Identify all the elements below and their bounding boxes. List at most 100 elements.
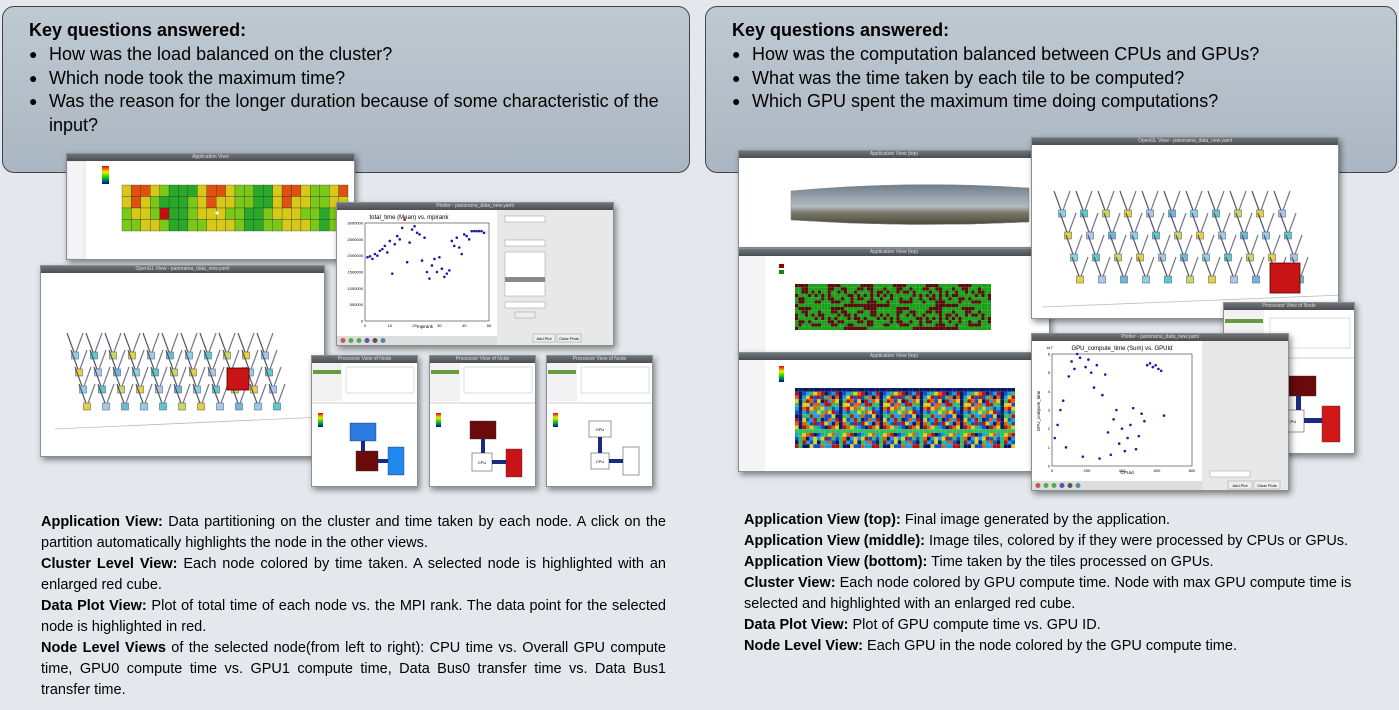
tile-cell[interactable] (899, 293, 903, 298)
time-cell[interactable] (850, 444, 854, 448)
time-cell[interactable] (828, 418, 832, 422)
time-cell[interactable] (905, 440, 909, 445)
time-cell[interactable] (828, 429, 832, 433)
tile-cell[interactable] (857, 303, 861, 307)
time-cell[interactable] (853, 425, 858, 430)
time-cell[interactable] (824, 418, 828, 422)
tile-cell[interactable] (942, 290, 946, 294)
time-cell[interactable] (996, 406, 1001, 411)
cluster-node-cube[interactable] (132, 368, 140, 377)
tile-cell[interactable] (968, 323, 972, 327)
tile-cell[interactable] (814, 287, 818, 291)
time-cell[interactable] (817, 391, 821, 396)
time-cell[interactable] (861, 440, 865, 445)
time-cell[interactable] (989, 421, 993, 426)
cluster-node-cube[interactable] (75, 368, 83, 377)
tile-cell[interactable] (824, 307, 828, 311)
tile-cell[interactable] (814, 310, 818, 314)
highlighted-data-point[interactable] (403, 218, 406, 222)
tile-cell[interactable] (889, 284, 893, 288)
tile-cell[interactable] (876, 323, 880, 327)
tile-cell[interactable] (896, 310, 900, 314)
tile-cell[interactable] (857, 293, 861, 298)
time-cell[interactable] (886, 429, 891, 433)
tile-cell[interactable] (893, 290, 897, 294)
time-cell[interactable] (956, 433, 960, 437)
tile-cell[interactable] (915, 323, 920, 327)
tile-cell[interactable] (853, 323, 858, 327)
time-cell[interactable] (938, 440, 942, 445)
tile-cell[interactable] (821, 320, 825, 324)
time-cell[interactable] (875, 436, 880, 441)
time-cell[interactable] (974, 399, 979, 403)
data-function-select[interactable] (504, 301, 546, 309)
tile-cell[interactable] (945, 300, 949, 304)
cluster-node-cube[interactable] (216, 402, 224, 411)
time-cell[interactable] (1000, 421, 1004, 426)
time-cell[interactable] (802, 406, 806, 411)
tile-cell[interactable] (811, 313, 815, 317)
tile-cell[interactable] (968, 307, 972, 311)
time-cell[interactable] (952, 406, 957, 411)
tile-cell[interactable] (817, 300, 822, 304)
tile-cell[interactable] (795, 307, 799, 311)
data-point[interactable] (395, 234, 399, 238)
time-cell[interactable] (828, 406, 832, 411)
time-cell[interactable] (806, 406, 810, 411)
time-cell[interactable] (868, 440, 872, 445)
time-cell[interactable] (1004, 414, 1008, 418)
time-cell[interactable] (835, 410, 839, 415)
tile-cell[interactable] (801, 307, 805, 311)
time-cell[interactable] (923, 414, 927, 418)
tile-cell[interactable] (853, 307, 858, 311)
partition-cell[interactable] (253, 219, 264, 232)
tile-cell[interactable] (948, 293, 952, 298)
tile-cell[interactable] (938, 290, 942, 294)
cluster-node-cube[interactable] (121, 402, 129, 411)
time-cell[interactable] (861, 414, 865, 418)
tile-cell[interactable] (915, 326, 920, 330)
tile-cell[interactable] (912, 303, 916, 307)
tile-cell[interactable] (958, 323, 962, 327)
time-cell[interactable] (952, 421, 957, 426)
time-cell[interactable] (817, 425, 821, 430)
time-cell[interactable] (960, 421, 964, 426)
data-point[interactable] (1109, 453, 1113, 457)
time-cell[interactable] (872, 433, 876, 437)
tile-cell[interactable] (808, 293, 812, 298)
time-cell[interactable] (978, 425, 982, 430)
tile-cell[interactable] (942, 284, 946, 288)
time-cell[interactable] (809, 414, 814, 418)
tile-cell[interactable] (795, 297, 799, 301)
tile-cell[interactable] (850, 300, 854, 304)
tile-cell[interactable] (860, 326, 864, 330)
data-point[interactable] (1117, 442, 1121, 445)
data-point[interactable] (1120, 427, 1124, 430)
time-cell[interactable] (974, 403, 979, 407)
time-cell[interactable] (831, 391, 836, 396)
tile-cell[interactable] (847, 300, 851, 304)
tile-cell[interactable] (984, 303, 988, 307)
tile-cell[interactable] (987, 323, 991, 327)
time-cell[interactable] (919, 388, 924, 392)
time-cell[interactable] (864, 418, 869, 422)
data-point[interactable] (1123, 449, 1127, 453)
time-cell[interactable] (883, 403, 887, 407)
time-cell[interactable] (872, 444, 876, 448)
data-point[interactable] (465, 234, 468, 238)
time-cell[interactable] (802, 433, 806, 437)
tile-cell[interactable] (853, 290, 858, 294)
time-cell[interactable] (875, 410, 880, 415)
time-cell[interactable] (945, 403, 949, 407)
time-cell[interactable] (923, 410, 927, 415)
time-cell[interactable] (978, 433, 982, 437)
time-cell[interactable] (831, 421, 836, 426)
time-cell[interactable] (894, 433, 898, 437)
time-cell[interactable] (831, 414, 836, 418)
tile-cell[interactable] (942, 287, 946, 291)
time-cell[interactable] (905, 410, 909, 415)
time-cell[interactable] (1004, 418, 1008, 422)
tile-cell[interactable] (804, 287, 809, 291)
time-cell[interactable] (967, 406, 971, 411)
time-cell[interactable] (820, 388, 825, 392)
